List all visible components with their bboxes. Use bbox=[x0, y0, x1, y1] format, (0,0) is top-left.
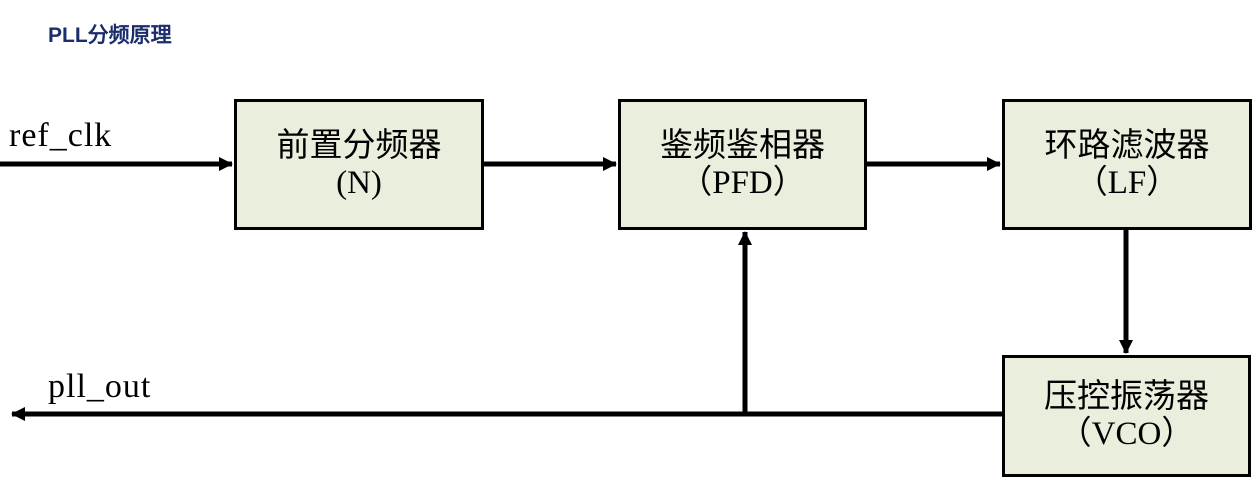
block-loop-filter[interactable]: 环路滤波器 （LF） bbox=[1002, 99, 1252, 230]
block-loop-filter-line2: （LF） bbox=[1074, 164, 1180, 201]
block-prescaler-line2: (N) bbox=[336, 164, 382, 201]
block-loop-filter-line1: 环路滤波器 bbox=[1044, 127, 1210, 164]
block-pfd-line2: （PFD） bbox=[679, 164, 806, 201]
block-vco-line1: 压控振荡器 bbox=[1044, 379, 1209, 416]
block-prescaler-line1: 前置分频器 bbox=[276, 127, 442, 164]
block-prescaler[interactable]: 前置分频器 (N) bbox=[234, 99, 484, 230]
signal-label-ref-clk: ref_clk bbox=[9, 117, 113, 154]
block-vco-line2: （VCO） bbox=[1058, 416, 1195, 452]
signal-label-pll-out: pll_out bbox=[48, 368, 152, 405]
page-title: PLL分频原理 bbox=[48, 24, 172, 47]
block-pfd-line1: 鉴频鉴相器 bbox=[660, 127, 825, 164]
block-vco[interactable]: 压控振荡器 （VCO） bbox=[1002, 355, 1251, 477]
block-pfd[interactable]: 鉴频鉴相器 （PFD） bbox=[618, 99, 867, 230]
